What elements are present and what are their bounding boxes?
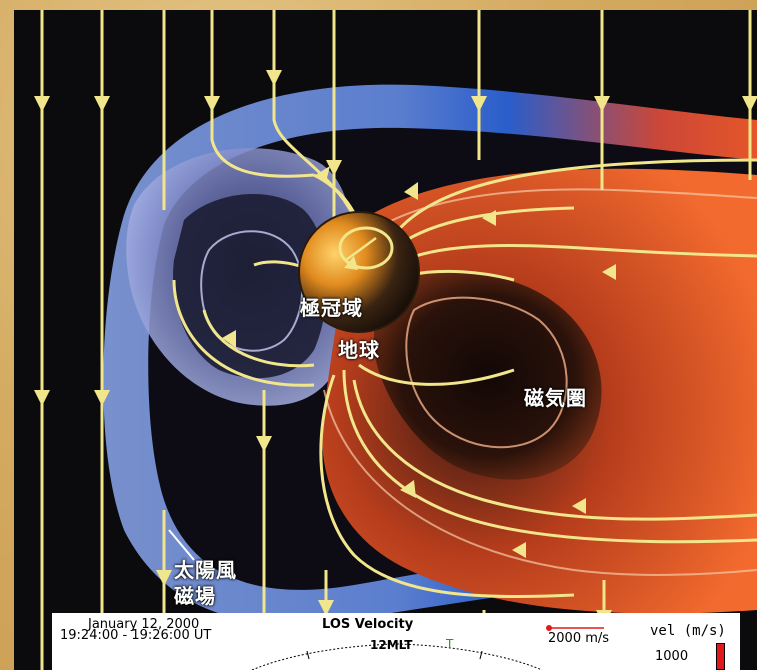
diagram-art: [34, 10, 757, 670]
polar-cap-label: 極冠域: [300, 296, 363, 320]
polar-plot-outline: [251, 643, 543, 670]
panel-date: January 12, 2000: [88, 617, 200, 632]
scale-vector-icon: [546, 625, 604, 631]
magnetosphere-label: 磁気圏: [524, 386, 587, 410]
solar-wind-label: 太陽風: [174, 558, 237, 582]
velocity-tick-label: 1000: [655, 649, 689, 664]
velocity-color-bar: [716, 643, 725, 670]
earth-label: 地球: [338, 338, 380, 362]
panel-title: LOS Velocity: [322, 617, 414, 632]
magnetic-field-label: 磁場: [174, 584, 216, 608]
earth: [298, 211, 420, 333]
magnetosphere-diagram: 極冠域 地球 磁気圏 太陽風 磁場: [14, 10, 757, 670]
scale-label: 2000 m/s: [548, 631, 610, 646]
panel-time-range: 19:24:00 - 19:26:00 UT: [60, 628, 212, 643]
velocity-units-label: vel (m/s): [650, 623, 726, 639]
los-velocity-panel: January 12, 2000 19:24:00 - 19:26:00 UT …: [52, 613, 740, 670]
mlt-label: 12MLT: [370, 638, 413, 652]
t-marker: T: [446, 637, 454, 651]
